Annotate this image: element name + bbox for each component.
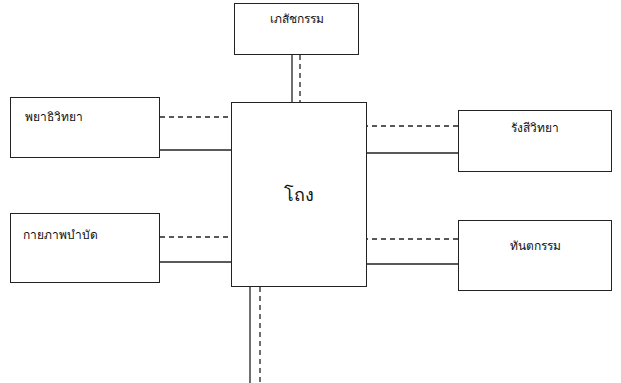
node-label: เภสัชกรรม bbox=[270, 12, 324, 26]
exit-line bbox=[249, 287, 250, 383]
dashed-connector bbox=[299, 55, 300, 102]
node-label: ทันตกรรม bbox=[510, 239, 561, 253]
exit-dashed-line bbox=[259, 287, 260, 383]
solid-connector bbox=[160, 261, 231, 262]
dashed-connector bbox=[160, 236, 231, 237]
dashed-connector bbox=[160, 116, 231, 117]
node-label: โถง bbox=[284, 184, 314, 206]
hall-box: โถง bbox=[231, 102, 367, 287]
node-label: กายภาพบำบัด bbox=[23, 228, 98, 242]
solid-connector bbox=[367, 152, 458, 153]
solid-connector bbox=[160, 149, 231, 150]
department-box: กายภาพบำบัด bbox=[10, 213, 160, 283]
dashed-connector bbox=[367, 125, 458, 126]
node-label: พยาธิวิทยา bbox=[25, 110, 83, 124]
solid-connector bbox=[291, 55, 292, 102]
department-box: รังสีวิทยา bbox=[458, 110, 612, 172]
node-label: รังสีวิทยา bbox=[511, 121, 559, 135]
solid-connector bbox=[367, 263, 458, 264]
department-box: ทันตกรรม bbox=[458, 220, 612, 291]
department-box: พยาธิวิทยา bbox=[10, 97, 160, 158]
department-box: เภสัชกรรม bbox=[234, 3, 359, 55]
dashed-connector bbox=[367, 238, 458, 239]
